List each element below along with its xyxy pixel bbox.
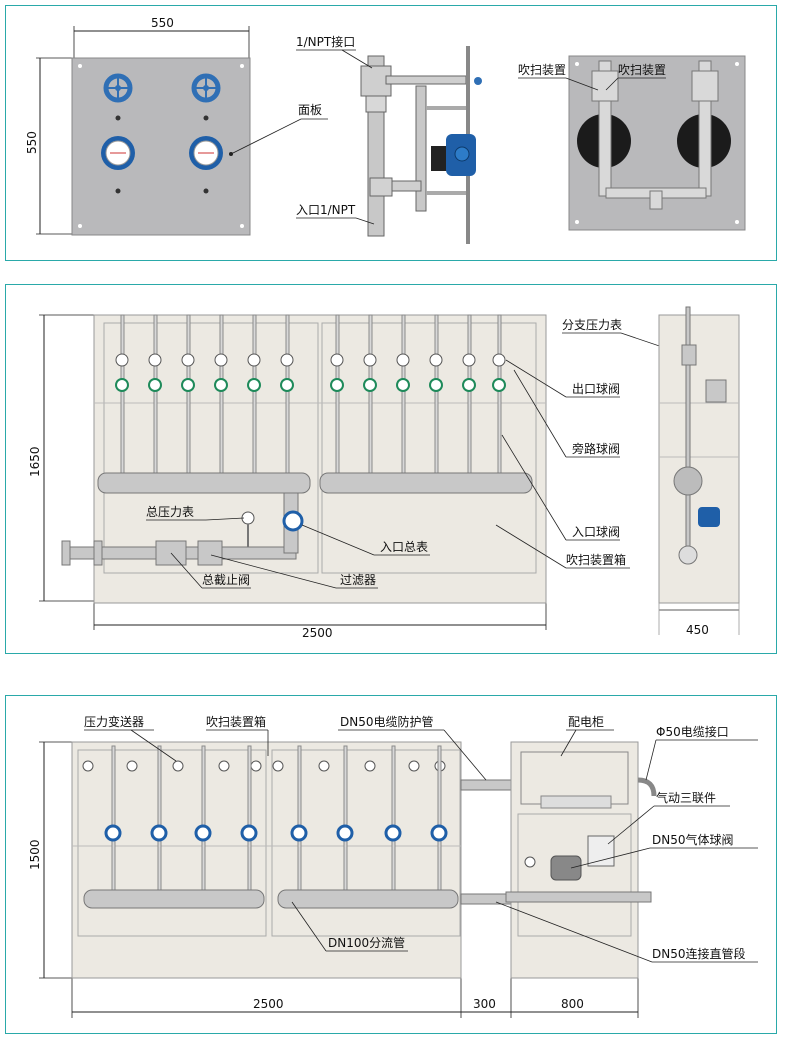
- label-panel: 面板: [298, 103, 322, 117]
- flowmeter-icon: [189, 136, 223, 170]
- dim-width-2500: 2500: [253, 997, 284, 1011]
- manifold-left: [97, 472, 311, 494]
- label-bypass-valve: 旁路球阀: [572, 441, 620, 456]
- dim-side-width-450: 450: [686, 623, 709, 637]
- dim-width-550: 550: [151, 16, 174, 30]
- panel-purge-device: 550 550 面板: [5, 5, 777, 261]
- label-main-stop-valve: 总截止阀: [202, 573, 250, 587]
- panel-system-layout: 1500 2500 300 800 压力变送器 吹扫装置箱: [5, 695, 777, 1034]
- dim-height-1500: 1500: [28, 839, 42, 870]
- pneumatic-triple-icon: [587, 835, 615, 867]
- dim-width-300: 300: [473, 997, 496, 1011]
- gas-ball-valve-icon: [550, 855, 582, 881]
- purge-box-side-view: [658, 314, 740, 604]
- manifold-right: [277, 889, 459, 909]
- branch-tubes: [111, 745, 442, 892]
- label-branch-gauge: 分支压力表: [562, 318, 622, 332]
- label-inlet-valve: 入口球阀: [572, 525, 620, 539]
- cable-protect-pipe: [460, 779, 512, 791]
- inlet-total-meter-icon: [282, 510, 304, 532]
- manifold-right: [319, 472, 533, 494]
- side-view-device: [360, 46, 482, 244]
- panel-system-layout-drawing: 1500 2500 300 800 压力变送器 吹扫装置箱: [28, 714, 758, 1018]
- branch-tubes-left: [120, 314, 290, 481]
- handwheel-icon: [191, 73, 221, 103]
- dim-width-800: 800: [561, 997, 584, 1011]
- inlet-pipe: [61, 492, 299, 566]
- straight-pipe: [460, 893, 512, 905]
- label-straight-pipe: DN50连接直管段: [652, 946, 746, 961]
- panel-purge-box-drawing: 1650 2500: [28, 306, 740, 640]
- branch-gauge-icon: [115, 353, 506, 367]
- label-port-inlet: 入口1/NPT: [296, 203, 356, 217]
- label-purge-left: 吹扫装置: [518, 63, 566, 77]
- label-filter: 过滤器: [340, 573, 376, 587]
- flowmeter-icon: [104, 824, 448, 842]
- cable-port-icon: [637, 777, 657, 797]
- dim-width-2500: 2500: [302, 626, 333, 640]
- label-cable-port: Φ50电缆接口: [656, 724, 729, 739]
- cabinet-gauge-icon: [524, 856, 536, 868]
- manifold-left: [83, 889, 265, 909]
- panel-purge-device-drawing: 550 550 面板: [25, 16, 746, 244]
- label-purge-right: 吹扫装置: [618, 63, 666, 77]
- label-purge-box: 吹扫装置箱: [566, 552, 626, 567]
- label-cabinet: 配电柜: [568, 715, 604, 729]
- cabinet-pipe: [505, 891, 652, 903]
- label-gas-ball-valve: DN50气体球阀: [652, 832, 734, 847]
- label-inlet-total-meter: 入口总表: [380, 540, 428, 554]
- label-total-gauge: 总压力表: [146, 505, 194, 519]
- label-port-top: 1/NPT接口: [296, 34, 355, 49]
- dim-height-550: 550: [25, 131, 39, 154]
- flowmeter-icon: [115, 378, 506, 392]
- label-cable-pipe: DN50电缆防护管: [340, 714, 434, 729]
- dim-height-1650: 1650: [28, 446, 42, 477]
- label-transmitter: 压力变送器: [84, 714, 144, 729]
- label-manifold: DN100分流管: [328, 935, 405, 950]
- purge-pipe-assembly: [591, 60, 719, 210]
- label-pneumatic-triple: 气动三联件: [656, 790, 716, 805]
- panel-purge-box: 1650 2500: [5, 284, 777, 654]
- side-meter-icon: [698, 507, 720, 527]
- label-outlet-valve: 出口球阀: [572, 382, 620, 396]
- handwheel-icon: [103, 73, 133, 103]
- front-plate: [71, 57, 251, 236]
- label-purge-box: 吹扫装置箱: [206, 714, 266, 729]
- side-view-piping: [673, 306, 727, 565]
- flowmeter-icon: [101, 136, 135, 170]
